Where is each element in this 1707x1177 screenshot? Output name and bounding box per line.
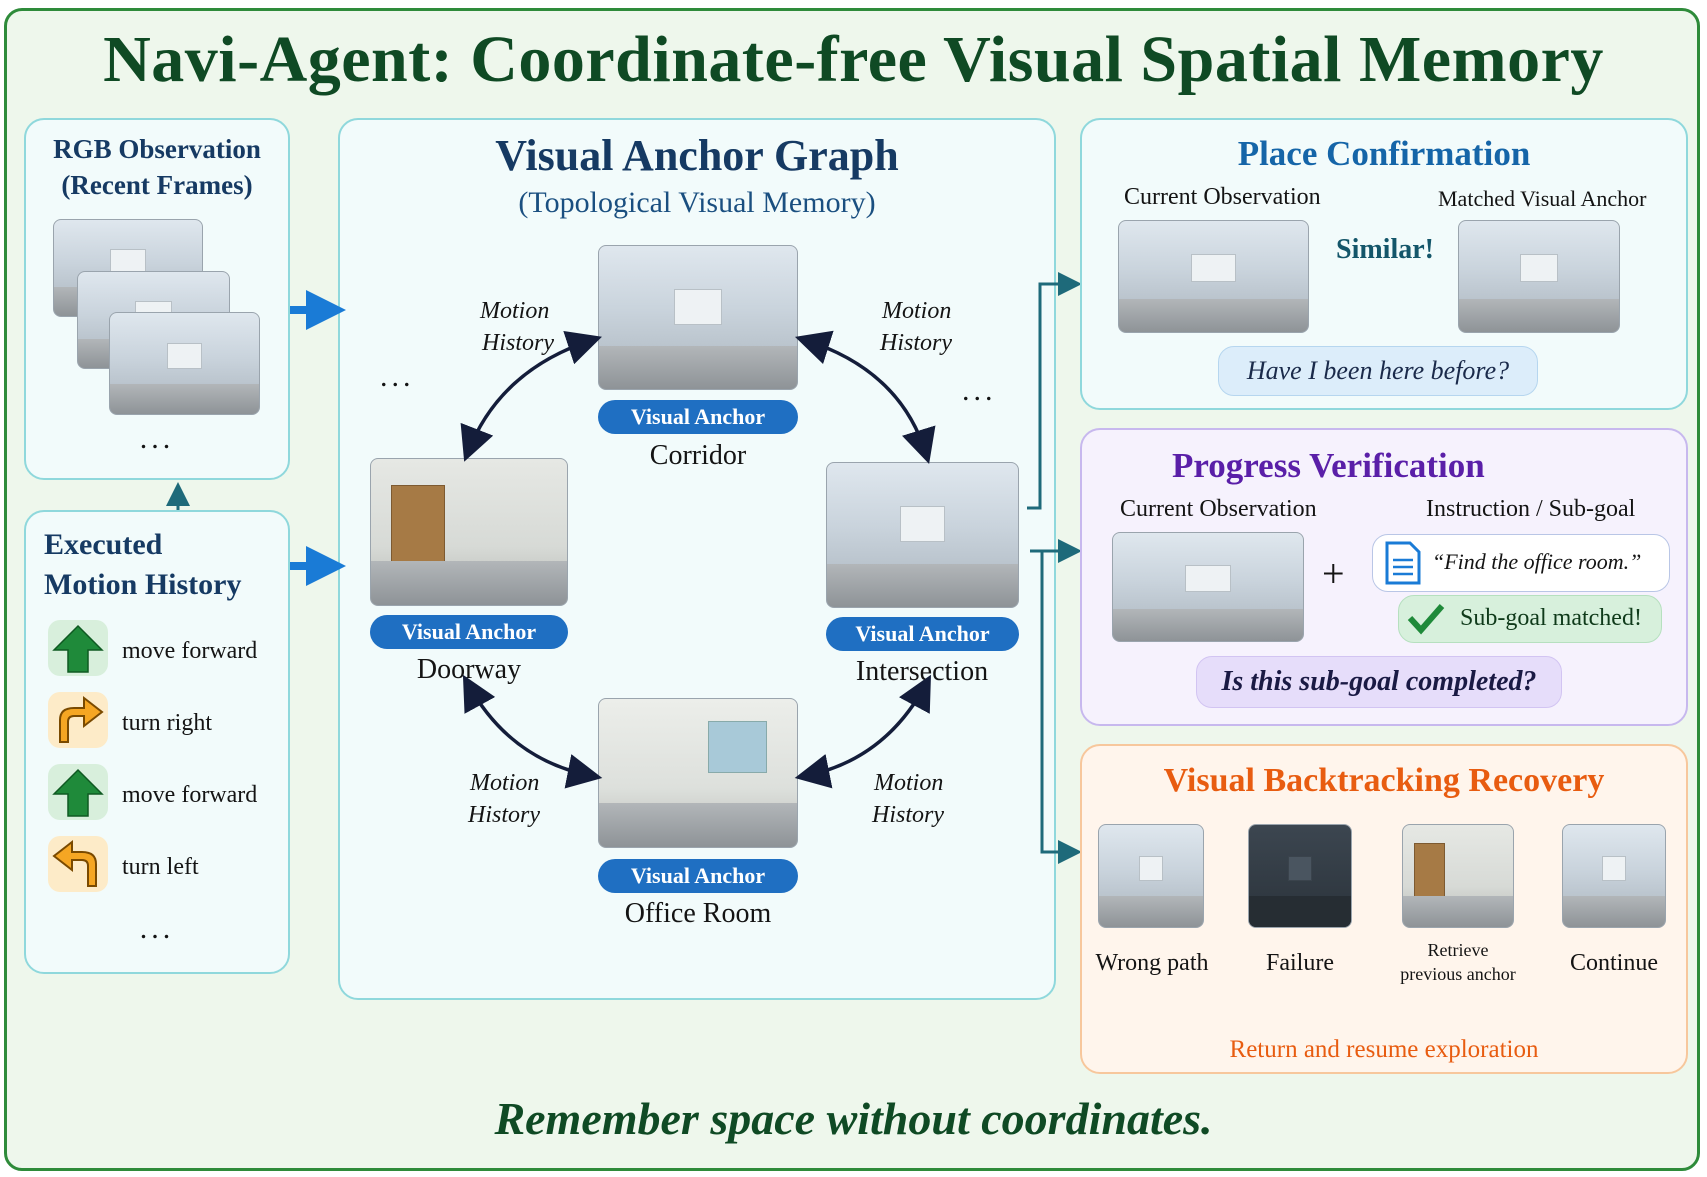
edge-label-motion: Motion <box>480 298 550 324</box>
turn-left-icon <box>48 836 108 892</box>
sub-goal-matched-badge <box>1398 595 1662 643</box>
place-matched-anchor-image <box>1458 220 1620 333</box>
document-icon <box>1384 540 1422 591</box>
plus-sign: + <box>1322 551 1345 596</box>
corridor-anchor-image <box>598 245 798 390</box>
frame-image-3 <box>109 312 260 415</box>
visual-anchor-badge: Visual Anchor <box>826 617 1019 651</box>
continue-image <box>1562 824 1666 928</box>
step-label-continue: Continue <box>1570 950 1658 976</box>
step-label-failure: Failure <box>1266 950 1334 976</box>
step-label-retrieve-line2: previous anchor <box>1400 964 1516 984</box>
place-left-caption: Current Observation <box>1124 184 1321 210</box>
up-arrow-icon <box>48 764 108 820</box>
visual-anchor-badge: Visual Anchor <box>598 400 798 434</box>
motion-history-edge-corridor-intersection <box>794 330 936 465</box>
return-label: Return and resume exploration <box>1229 1036 1539 1063</box>
rgb-panel-title-line1: RGB Observation <box>53 134 261 164</box>
office-room-anchor-image <box>598 698 798 848</box>
rgb-panel-title-line2: (Recent Frames) <box>61 170 253 200</box>
doorway-anchor-image <box>370 458 568 606</box>
graph-ellipsis-right: ... <box>962 374 997 407</box>
instruction-text: “Find the office room.” <box>1432 549 1642 574</box>
turn-right-icon <box>48 692 108 748</box>
progress-left-caption: Current Observation <box>1120 496 1317 522</box>
motion-history-edge-intersection-office <box>794 674 931 789</box>
motion-history-edge-doorway-office <box>462 674 603 789</box>
progress-question: Is this sub-goal completed? <box>1196 656 1562 708</box>
progress-right-caption: Instruction / Sub-goal <box>1426 496 1636 522</box>
wrong-path-image <box>1098 824 1204 928</box>
visual-anchor-badge: Visual Anchor <box>370 615 568 649</box>
edge-label-history: History <box>482 330 554 356</box>
edge-label-motion: Motion <box>874 770 944 796</box>
edge-label-motion: Motion <box>882 298 952 324</box>
recovery-title: Visual Backtracking Recovery <box>1163 762 1605 799</box>
sub-goal-matched-text: Sub-goal matched! <box>1460 605 1642 631</box>
edge-label-motion: Motion <box>470 770 540 796</box>
up-arrow-icon <box>48 620 108 676</box>
retrieved-anchor-image <box>1402 824 1514 928</box>
motion-panel-title-line2: Motion History <box>44 568 242 601</box>
graph-ellipsis-left: ... <box>380 360 415 393</box>
motion-ellipsis: ... <box>139 912 175 945</box>
place-question: Have I been here before? <box>1218 346 1538 396</box>
place-title: Place Confirmation <box>1237 134 1531 173</box>
motion-item-label: turn right <box>122 710 212 736</box>
progress-current-observation-image <box>1112 532 1304 642</box>
rgb-ellipsis: ... <box>139 422 175 455</box>
graph-to-place-connector <box>1027 272 1082 510</box>
instruction-box <box>1372 534 1670 592</box>
place-right-caption: Matched Visual Anchor <box>1438 186 1647 211</box>
motion-item-label: turn left <box>122 854 199 880</box>
graph-to-recovery-connector <box>1040 551 1082 864</box>
node-label-office-room: Office Room <box>624 898 772 929</box>
graph-subtitle: (Topological Visual Memory) <box>518 186 876 219</box>
figure-tagline: Remember space without coordinates. <box>494 1093 1213 1144</box>
motion-item-label: move forward <box>122 638 258 664</box>
similar-label: Similar! <box>1336 234 1434 265</box>
graph-title: Visual Anchor Graph <box>495 131 899 180</box>
edge-label-history: History <box>872 802 944 828</box>
step-label-retrieve-line1: Retrieve <box>1427 940 1489 960</box>
step-label-wrong-path: Wrong path <box>1095 950 1209 976</box>
edge-label-history: History <box>880 330 952 356</box>
node-label-corridor: Corridor <box>649 440 747 471</box>
motion-item-label: move forward <box>122 782 258 808</box>
figure-title: Navi-Agent: Coordinate-free Visual Spati… <box>103 23 1604 96</box>
visual-anchor-badge: Visual Anchor <box>598 859 798 893</box>
place-current-observation-image <box>1118 220 1309 333</box>
progress-title: Progress Verification <box>1172 446 1485 485</box>
failure-image <box>1248 824 1352 928</box>
check-icon <box>1406 600 1446 641</box>
motion-history-edge-corridor-doorway <box>460 330 602 462</box>
motion-panel-title-line1: Executed <box>44 528 163 561</box>
intersection-anchor-image <box>826 462 1019 608</box>
edge-label-history: History <box>468 802 540 828</box>
